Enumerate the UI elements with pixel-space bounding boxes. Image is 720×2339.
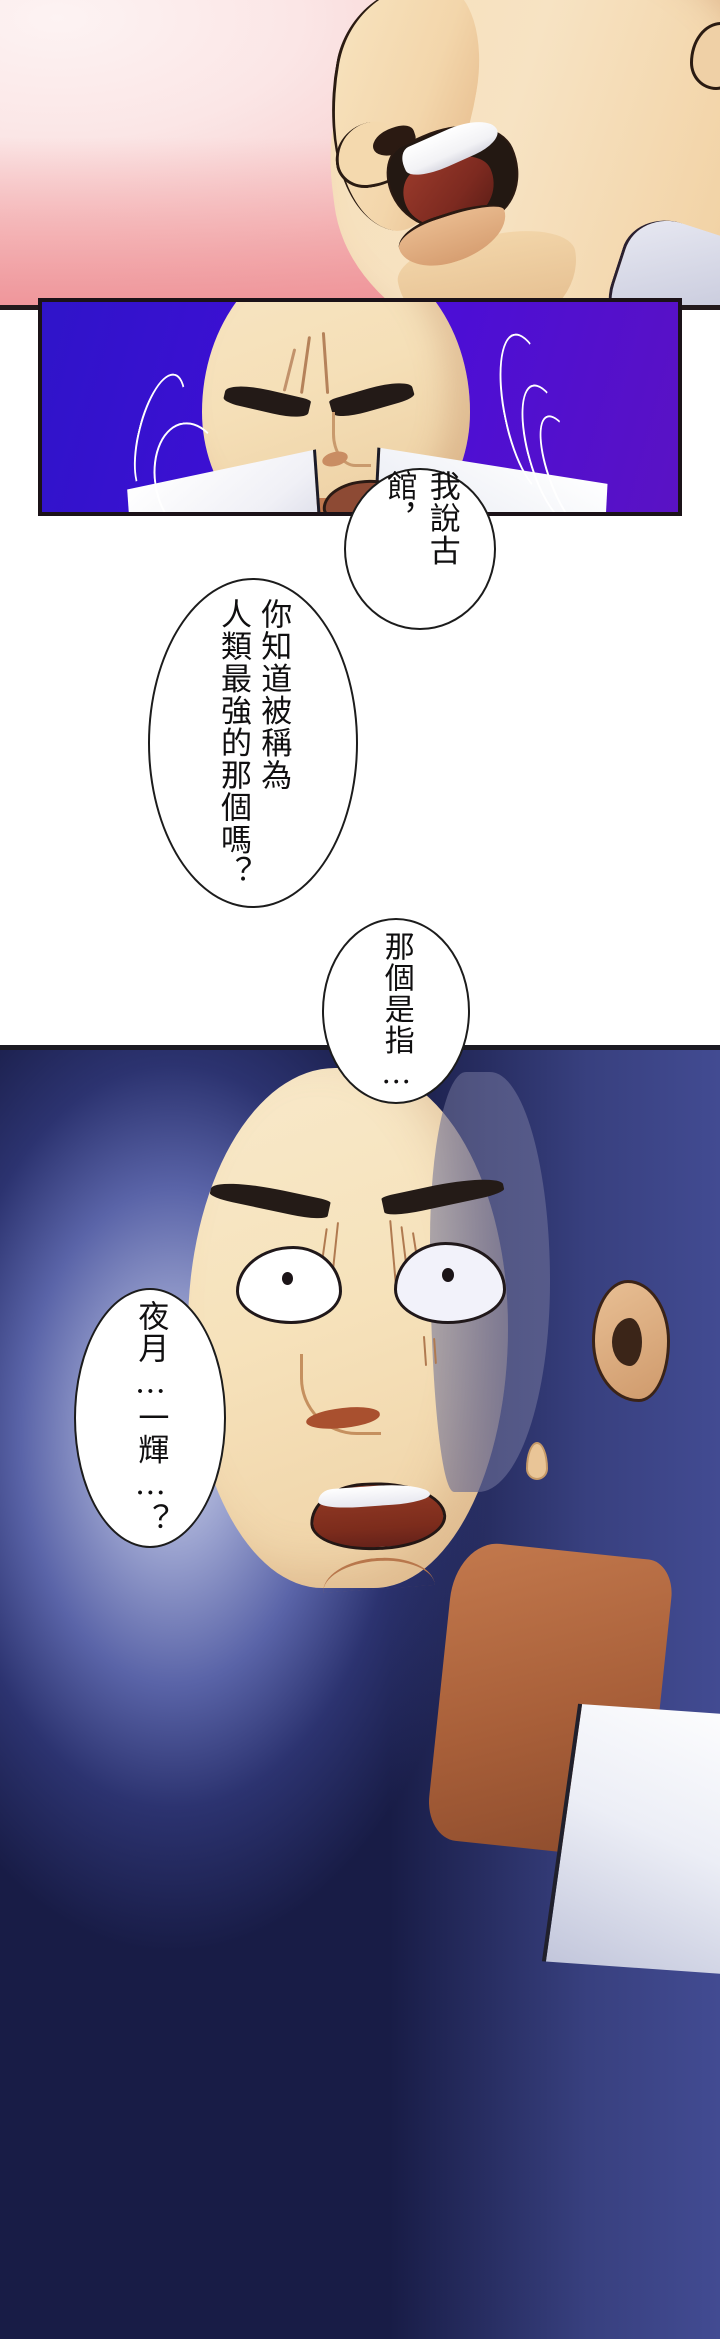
speech-bubble-4: 夜月…一輝…？ [74,1288,226,1548]
panel-1 [0,0,720,310]
panel-3-pupil-left [282,1272,293,1285]
panel-3-ear-interior [612,1318,642,1366]
speech-bubble-1-text: 我說古館， [381,470,460,567]
panel-2 [38,298,682,516]
panel-3-sweat-drop [526,1442,548,1480]
panel-3-eye-right [394,1242,506,1324]
panel-3-pupil-right [442,1268,454,1282]
speech-bubble-2-text: 你知道被稱為 人類最強的那個嗎？ [215,597,292,889]
speech-bubble-3: 那個是指… [322,918,470,1104]
panel-3-eye-left [236,1246,342,1324]
speech-bubble-3-text: 那個是指… [378,930,414,1092]
panel-2-inner [42,302,678,512]
panel-3 [0,1045,720,2339]
speech-bubble-1: 我說古館， [344,468,496,630]
speech-bubble-2: 你知道被稱為 人類最強的那個嗎？ [148,578,358,908]
panel-2-nose [332,412,371,467]
speech-bubble-4-text: 夜月…一輝…？ [132,1300,169,1536]
